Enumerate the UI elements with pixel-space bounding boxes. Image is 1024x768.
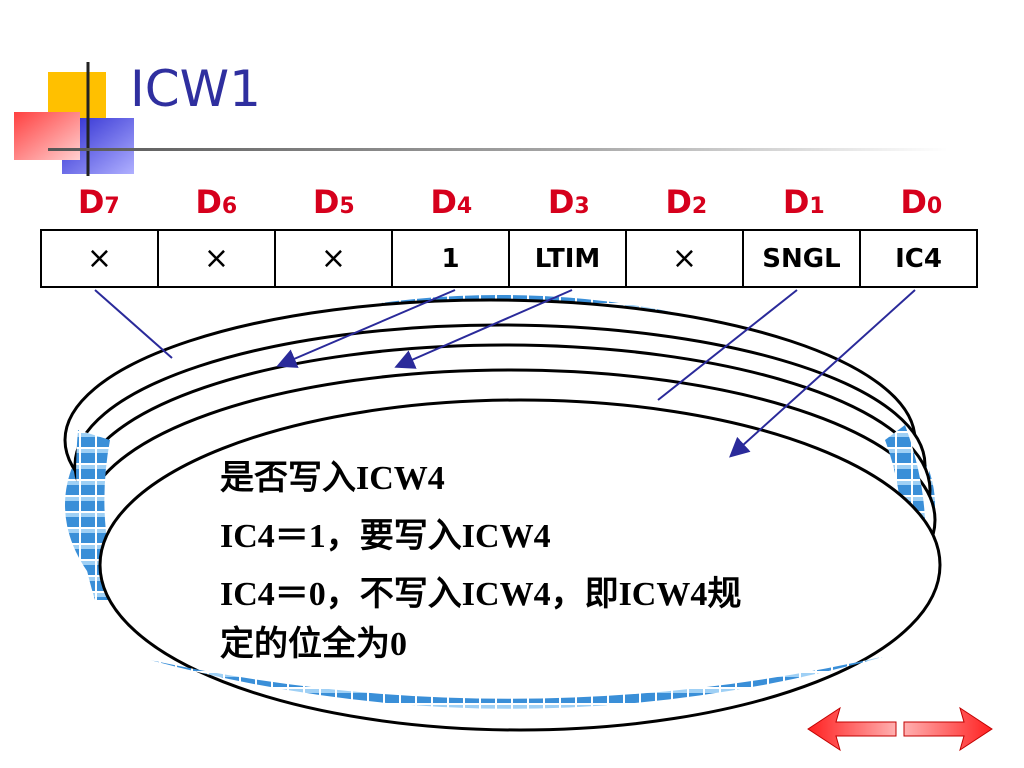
slide-navigation [800,700,1000,758]
bit-label-d0: D0 [900,183,943,221]
title-decoration [14,62,948,176]
description-line-3: IC4＝0，不写入ICW4，即ICW4规定的位全为0 [220,576,742,663]
arrow-d3 [394,289,573,369]
arrow-d1 [657,289,798,401]
description-line-1: 是否写入ICW4 [220,460,445,497]
bit-label-d5: D5 [312,183,355,221]
table-row: × × × 1 LTIM × SNGL IC4 [40,229,978,288]
bit-label-d6: D6 [195,183,238,221]
icw1-register-table: × × × 1 LTIM × SNGL IC4 [40,229,978,288]
bit-cell-d5: × [274,229,393,288]
right-arrow-icon[interactable] [900,700,1000,758]
front-ellipse [98,398,942,732]
pointer-arrows [94,289,916,458]
bit-label-d4: D4 [430,183,473,221]
description-line-2: IC4＝1，要写入ICW4 [220,518,551,555]
bit-label-d1: D1 [782,183,825,221]
arrow-d4 [276,289,456,368]
arrow-d0 [729,289,916,458]
bit-label-d3: D3 [547,183,590,221]
bit-label-d2: D2 [665,183,708,221]
bit-cell-d0: IC4 [859,229,978,288]
bit-header-row: D7 D6 D5 D4 D3 D2 D1 D0 [40,183,980,227]
slide-title: ICW1 [130,60,261,118]
ic4-description: 是否写入ICW4 IC4＝1，要写入ICW4 IC4＝0，不写入ICW4，即IC… [220,450,840,670]
bit-cell-d3: LTIM [508,229,627,288]
tiled-bottom [150,655,890,709]
bit-cell-d7: × [40,229,159,288]
bit-cell-d1: SNGL [742,229,861,288]
bit-label-d7: D7 [77,183,120,221]
bit-cell-d2: × [625,229,744,288]
bit-cell-d4: 1 [391,229,510,288]
title-underline [48,148,948,151]
left-arrow-icon[interactable] [800,700,900,758]
red-square-icon [14,112,80,160]
bit-cell-d6: × [157,229,276,288]
arrow-d7 [94,289,173,359]
